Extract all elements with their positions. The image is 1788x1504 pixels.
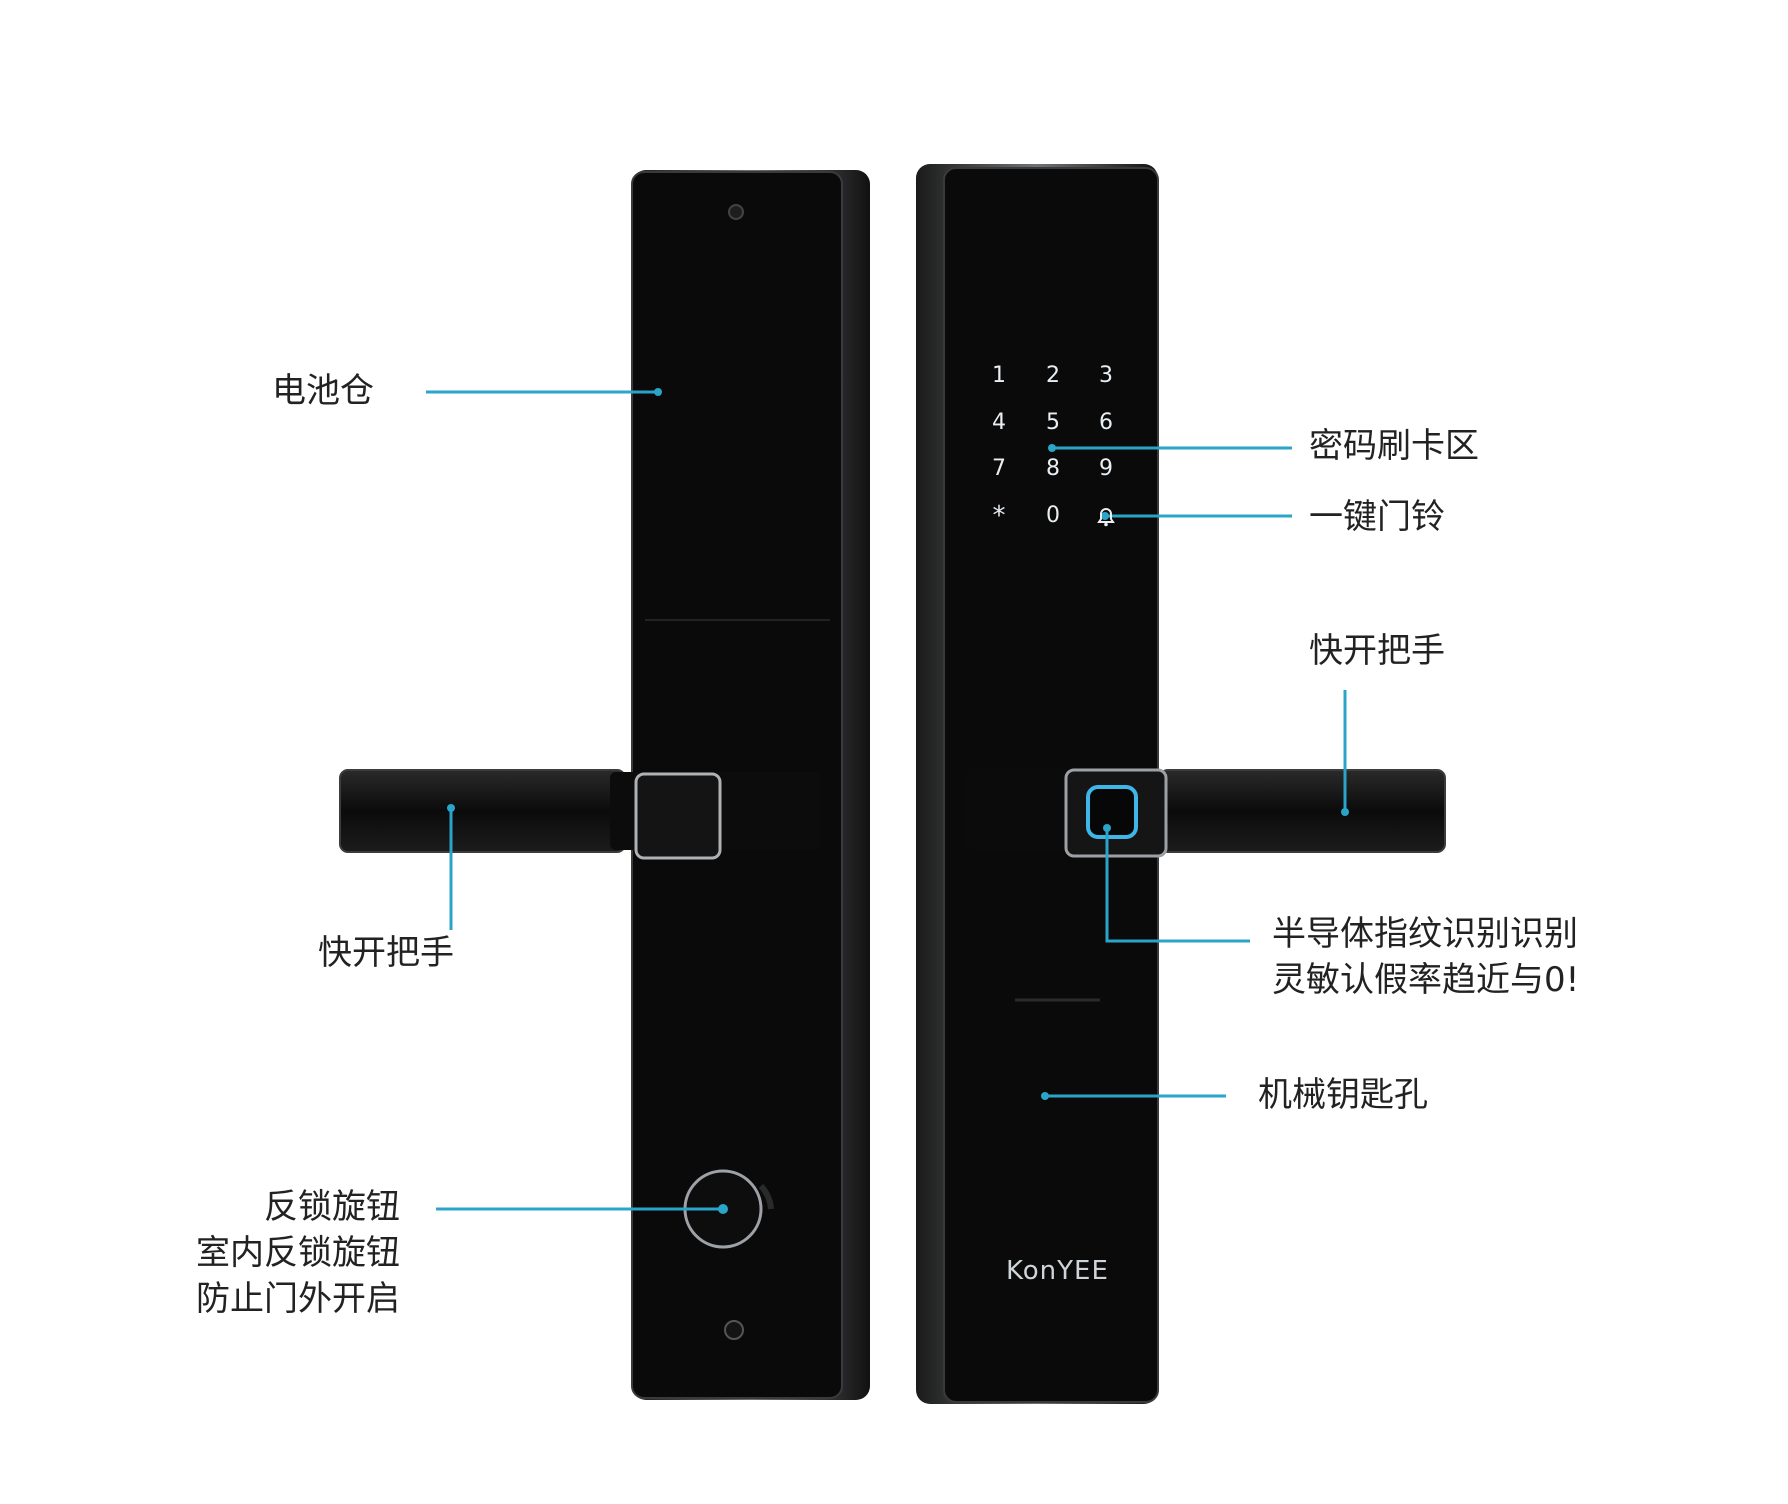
key-7[interactable]: 7 — [992, 456, 1006, 481]
right-quick-handle[interactable] — [965, 768, 1446, 858]
battery-label: 电池仓 — [272, 371, 374, 411]
anti-lock-knob-label: 反锁旋钮 室内反锁旋钮 防止门外开启 — [196, 1187, 400, 1319]
brand-logo: KonYEE — [1006, 1256, 1109, 1286]
key-1[interactable]: 1 — [992, 363, 1006, 388]
key-3[interactable]: 3 — [1099, 363, 1113, 388]
doorbell-label: 一键门铃 — [1309, 497, 1445, 537]
callout-lines — [426, 390, 1347, 1211]
keypad-area-label: 密码刷卡区 — [1309, 426, 1479, 466]
key-9[interactable]: 9 — [1099, 456, 1113, 481]
keyhole-label: 机械钥匙孔 — [1258, 1075, 1428, 1115]
key-8[interactable]: 8 — [1046, 456, 1060, 481]
handle-left-label: 快开把手 — [318, 933, 454, 973]
bell-icon[interactable] — [1091, 501, 1121, 531]
left-quick-handle[interactable] — [339, 769, 820, 860]
key-4[interactable]: 4 — [992, 410, 1006, 435]
fingerprint-label: 半导体指纹识别识别 灵敏认假率趋近与0! — [1272, 914, 1580, 1000]
key-0[interactable]: 0 — [1046, 503, 1060, 528]
sensor-dot — [728, 204, 744, 220]
key-2[interactable]: 2 — [1046, 363, 1060, 388]
key-5[interactable]: 5 — [1046, 410, 1060, 435]
key-star[interactable]: * — [992, 501, 1006, 531]
fingerprint-sensor[interactable] — [1086, 785, 1138, 839]
handle-right-label: 快开把手 — [1309, 631, 1445, 671]
callout-dots — [447, 388, 1349, 1214]
screw-icon — [724, 1320, 744, 1340]
key-6[interactable]: 6 — [1099, 410, 1113, 435]
